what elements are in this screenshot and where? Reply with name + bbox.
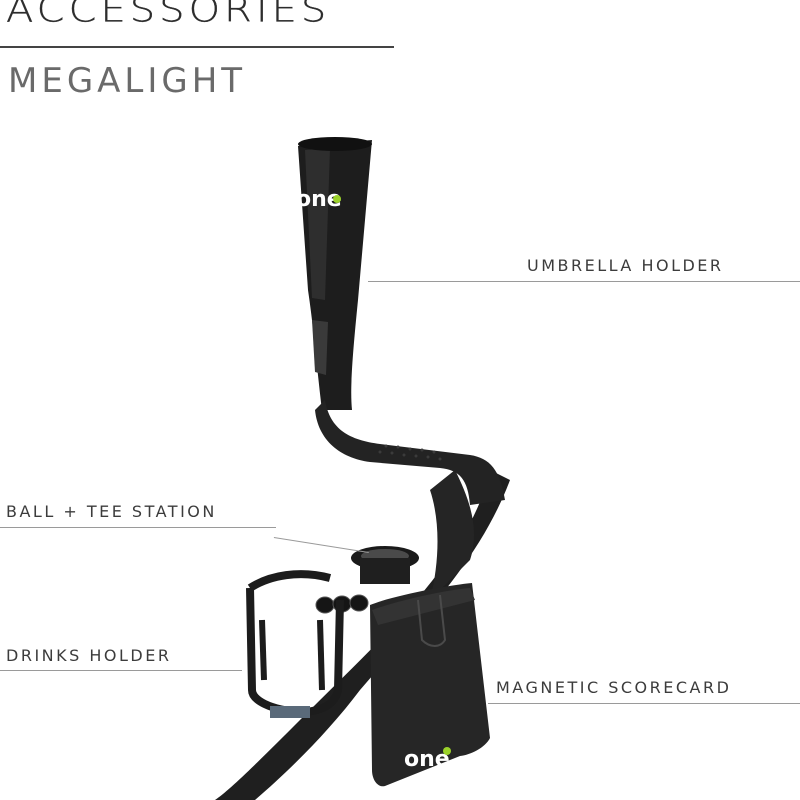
- umbrella-logo: one: [296, 187, 342, 212]
- ball-tee-station-label: BALL + TEE STATION: [6, 502, 217, 521]
- trolley-frame-upper: [430, 470, 475, 600]
- drinks-holder-clip: [270, 706, 310, 718]
- umbrella-tube-slot: [312, 320, 328, 375]
- drinks-holder-label: DRINKS HOLDER: [6, 646, 172, 665]
- umbrella-tube-rim: [298, 137, 372, 151]
- page-subtitle: MEGALIGHT: [8, 61, 247, 101]
- magnetic-scorecard: [370, 583, 490, 787]
- ball-tee-station-leader: [0, 527, 276, 528]
- magnetic-scorecard-leader: [488, 703, 800, 704]
- scorecard-logo-text: one: [404, 747, 450, 772]
- arm-grip: [315, 400, 505, 505]
- magnetic-scorecard-label: MAGNETIC SCORECARD: [496, 678, 732, 697]
- scorecard-logo: one: [404, 747, 451, 772]
- umbrella-holder-leader: [368, 281, 800, 282]
- drinks-holder-leader: [0, 670, 242, 671]
- ball-tee-station: [315, 546, 419, 614]
- drinks-holder: [246, 570, 344, 716]
- grip-texture: [378, 444, 442, 461]
- umbrella-tube-highlight: [305, 148, 330, 300]
- title-divider: [0, 46, 394, 48]
- umbrella-holder-label: UMBRELLA HOLDER: [527, 256, 724, 275]
- page-title: ACCESSORIES: [6, 0, 331, 31]
